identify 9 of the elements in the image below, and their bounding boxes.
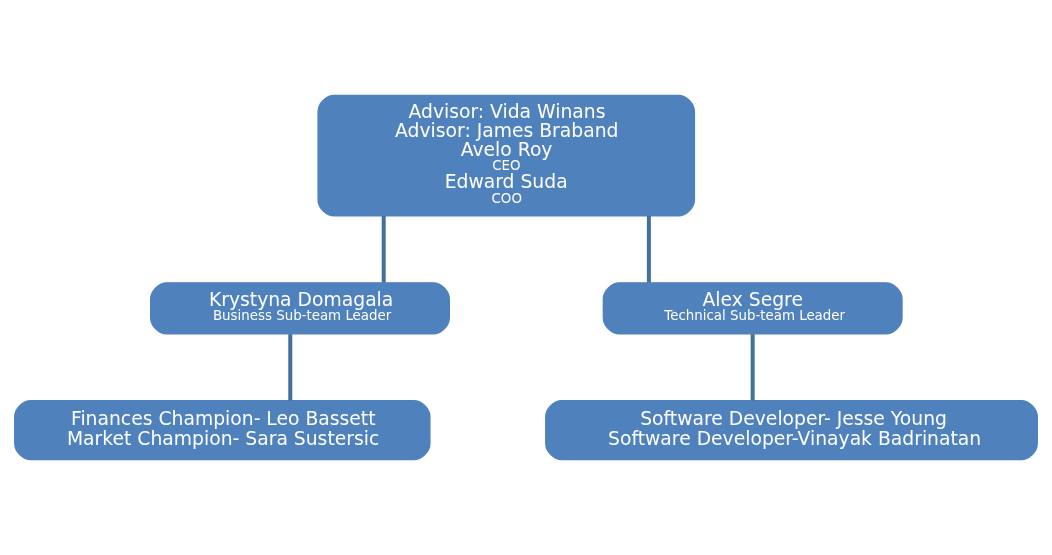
connector	[750, 334, 755, 401]
node-box: Software Developer- Jesse Young Software Developer-Vinayak Badrinatan	[545, 400, 1038, 461]
connector	[646, 215, 651, 283]
connector	[288, 334, 293, 401]
node-box: Advisor: Vida Winans Advisor: James Braband Avelo Roy CEO Edward Suda COO	[317, 94, 696, 217]
node-box: Alex Segre Technical Sub-team Leader	[602, 282, 903, 335]
node-box: Finances Champion- Leo Bassett Market Champion- Sara Sustersic	[14, 400, 431, 461]
connector	[381, 215, 386, 283]
node-box: Krystyna Domagala Business Sub-team Leader	[150, 282, 450, 335]
